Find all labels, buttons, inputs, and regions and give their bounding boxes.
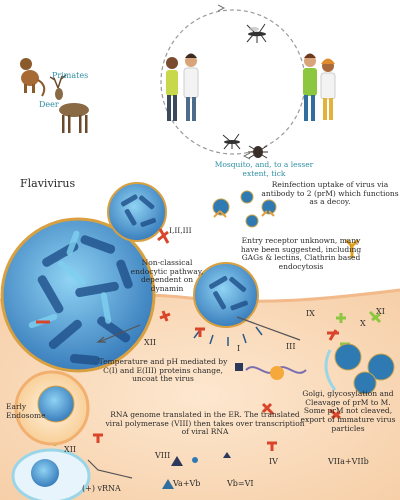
translation-text: RNA genome translated in the ER. The tra… [105, 410, 305, 437]
entry-receptor-text: Entry receptor unknown, many have been s… [240, 236, 362, 271]
inhibitor-mark [36, 228, 341, 451]
golgi-text: Golgi, glycosylation and Cleavage of prM… [300, 389, 396, 433]
flavivirus-title: Flavivirus [20, 177, 76, 190]
transmission-cycle [160, 9, 306, 155]
cycle-arrowhead [242, 152, 251, 160]
step-va-vb-label: Va+Vb [173, 479, 201, 488]
deer-icon [49, 74, 89, 133]
deer-label: Deer [39, 100, 59, 109]
human-couple-right-icon [303, 53, 336, 121]
mosquito-bottom-icon [222, 133, 241, 150]
reinfection-text: Reinfection uptake of virus via antibody… [261, 180, 399, 207]
step-ix-label: IX [306, 309, 315, 318]
translated-proteins [162, 452, 231, 489]
step-iv-label: IV [269, 457, 278, 466]
cycle-arrowhead [217, 4, 226, 12]
uncoat-text: Temperature and pH mediated by C(I) and … [98, 357, 228, 384]
flavivirus-particle-medium [107, 182, 167, 242]
step-viii-label: VIII [155, 451, 171, 460]
endoplasmic-reticulum [11, 448, 91, 500]
monkey-icon [20, 58, 46, 97]
step-xii-upper-label: XII [144, 338, 157, 347]
antibody-virion-cluster [212, 190, 277, 228]
golgi-vesicle-cluster [324, 343, 395, 395]
entry-receptor-icon [344, 238, 360, 258]
early-endosome [14, 370, 90, 446]
step-vb-vi-label: Vb=VI [227, 479, 254, 488]
step-xi-label: XI [376, 307, 385, 316]
human-couple-left-icon [166, 53, 199, 121]
step-viia-viib-label: VIIa+VIIb [328, 457, 369, 466]
flavivirus-entering-cell [193, 262, 263, 346]
step-i-label: I [237, 344, 241, 353]
tick-icon [248, 145, 268, 159]
vrna-label: (+) vRNA [82, 484, 121, 493]
step-iii-label: III [286, 342, 296, 351]
step-xii-lower-label: XII [64, 445, 77, 454]
flavivirus-particle-large [0, 217, 156, 373]
vector-label: Mosquito, and, to a lesser extent, tick [214, 160, 314, 178]
mosquito-top-icon [246, 23, 267, 43]
step-x-label: X [360, 319, 366, 328]
process-arrow [87, 316, 301, 479]
endocytosis-text: Non-classical endocytic pathway, depende… [130, 258, 204, 293]
inhibitor-top-label: I,II,III [169, 226, 192, 235]
primates-label: Primates [52, 71, 89, 80]
early-endosome-label: Early Endosome [6, 402, 46, 420]
uncoating-rna [235, 363, 307, 380]
